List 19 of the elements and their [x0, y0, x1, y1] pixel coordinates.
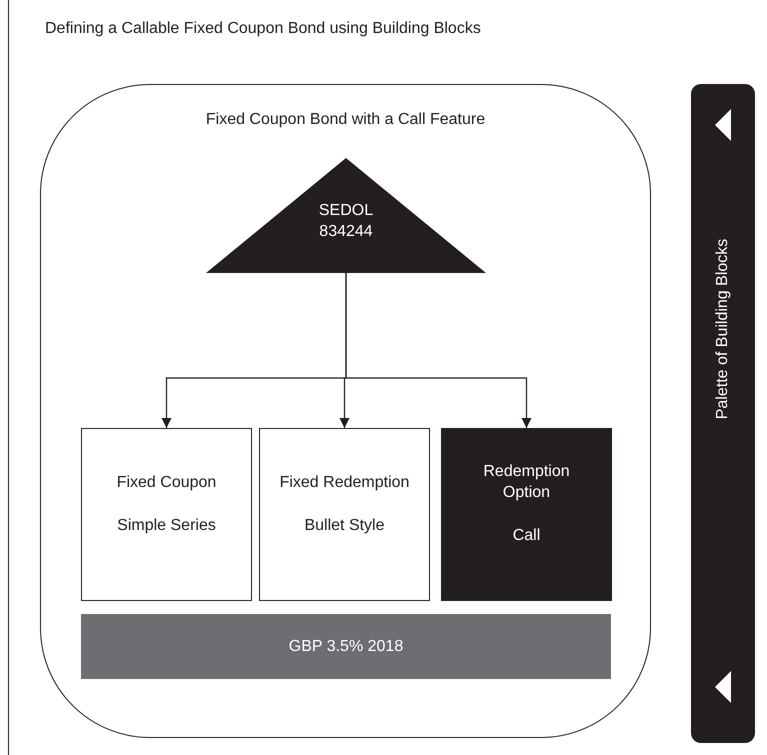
- group-frame: [40, 84, 651, 738]
- diagram-title: Defining a Callable Fixed Coupon Bond using Building Blocks: [45, 20, 481, 38]
- block-subtitle: Simple Series: [116, 516, 217, 536]
- bond-name: GBP 3.5% 2018: [288, 638, 404, 656]
- building-block: [259, 428, 430, 601]
- block-title: Fixed Redemption: [280, 472, 410, 493]
- palette-panel: [691, 84, 755, 743]
- group-title: Fixed Coupon Bond with a Call Feature: [204, 111, 486, 129]
- block-subtitle: Call: [512, 526, 542, 546]
- building-block: [81, 428, 252, 601]
- block-title: Fixed Coupon: [116, 472, 218, 493]
- bond-name-bar: [81, 614, 611, 679]
- block-subtitle: Bullet Style: [303, 516, 386, 536]
- building-block: [441, 428, 612, 601]
- block-title: Redemption Option: [482, 462, 571, 504]
- triangle-node: [206, 158, 486, 273]
- palette-label: Palette of Building Blocks: [714, 238, 732, 420]
- node-label: SEDOL 834244: [318, 201, 374, 242]
- arrow: [345, 273, 532, 428]
